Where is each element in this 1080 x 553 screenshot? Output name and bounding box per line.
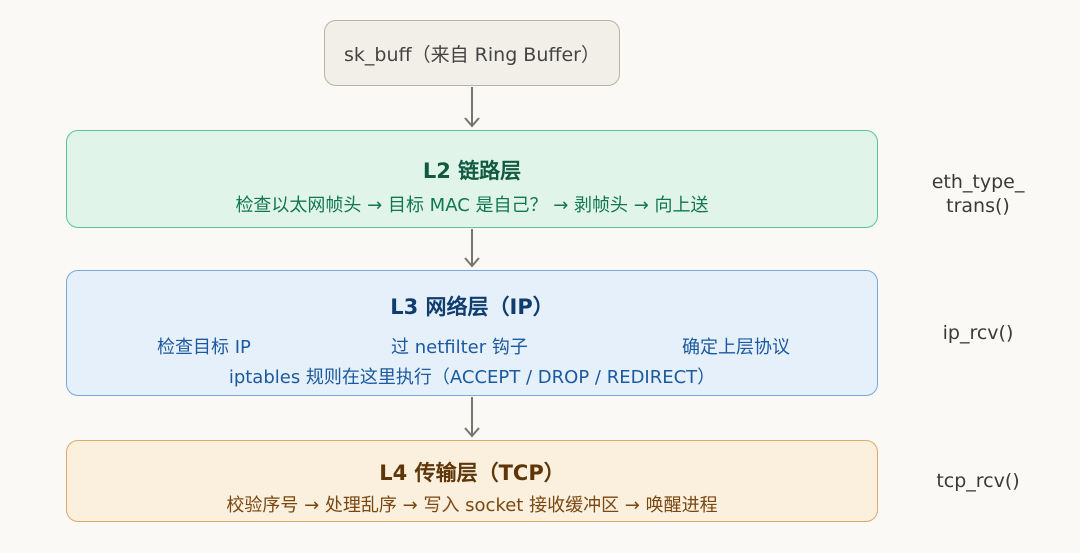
l2-function-label: eth_type_ trans() xyxy=(898,170,1058,218)
l4-description: 校验序号 → 处理乱序 → 写入 socket 接收缓冲区 → 唤醒进程 xyxy=(226,495,718,516)
l3-description: iptables 规则在这里执行（ACCEPT / DROP / REDIREC… xyxy=(228,367,716,388)
l2-link-layer-node: L2 链路层 检查以太网帧头 → 目标 MAC 是自己？ → 剥帧头 → 向上送 xyxy=(66,130,878,228)
l2-description: 检查以太网帧头 → 目标 MAC 是自己？ → 剥帧头 → 向上送 xyxy=(235,195,709,216)
arrow-source-to-l2 xyxy=(464,87,480,128)
l3-function-label: ip_rcv() xyxy=(942,322,1014,344)
l4-title: L4 传输层（TCP） xyxy=(379,461,565,485)
l3-step-netfilter: 过 netfilter 钩子 xyxy=(391,337,528,358)
arrow-l2-to-l3 xyxy=(464,229,480,268)
l4-function-label: tcp_rcv() xyxy=(936,470,1020,492)
source-node: sk_buff（来自 Ring Buffer） xyxy=(324,20,620,86)
l3-step-protocol: 确定上层协议 xyxy=(682,337,790,358)
l3-network-layer-node: L3 网络层（IP） 检查目标 IP 过 netfilter 钩子 确定上层协议… xyxy=(66,270,878,396)
source-label: sk_buff（来自 Ring Buffer） xyxy=(344,43,600,66)
l4-transport-layer-node: L4 传输层（TCP） 校验序号 → 处理乱序 → 写入 socket 接收缓冲… xyxy=(66,440,878,522)
arrow-l3-to-l4 xyxy=(464,397,480,438)
l3-step-check-ip: 检查目标 IP xyxy=(157,337,251,358)
l2-title: L2 链路层 xyxy=(422,159,522,183)
l2-function-line1: eth_type_ xyxy=(931,171,1025,193)
l3-title: L3 网络层（IP） xyxy=(390,295,554,319)
l2-function-line2: trans() xyxy=(946,195,1010,217)
